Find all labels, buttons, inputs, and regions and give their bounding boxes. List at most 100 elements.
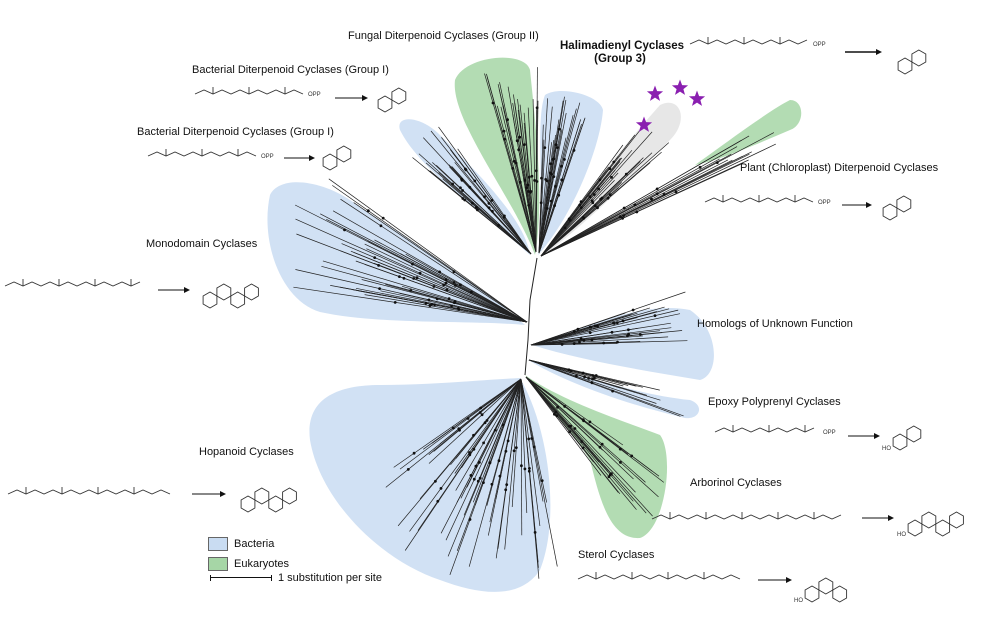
fan-homologs-node (580, 337, 583, 340)
ring (922, 512, 936, 528)
fan-hopanoid-node (524, 468, 527, 471)
fan-bacterial-2-node (544, 178, 547, 181)
fan-plant-node (699, 166, 702, 169)
fan-halimadienyl-node (593, 193, 596, 196)
fan-bacterial-1-node (464, 168, 467, 171)
fan-homologs-node (627, 333, 630, 336)
fan-bacterial-1-node (473, 180, 476, 183)
fan-plant-node (621, 217, 624, 220)
fan-bacterial-1-node (491, 210, 494, 213)
fan-hopanoid-node (498, 459, 501, 462)
fan-homologs-node (573, 342, 576, 345)
label-monodomain-cyclases: Monodomain Cyclases (146, 238, 257, 251)
fan-monodomain-node (459, 283, 462, 286)
fan-monodomain-node (411, 263, 414, 266)
hull-plant (695, 100, 801, 165)
ring (269, 496, 283, 512)
fan-monodomain-node (394, 301, 397, 304)
arrow-bacterial-2 (284, 155, 315, 161)
tree-backbone (525, 258, 537, 375)
fan-monodomain-node (445, 282, 448, 285)
fan-homologs-node (583, 339, 586, 342)
fan-hopanoid-node (436, 500, 439, 503)
substrate-sterol (578, 572, 740, 579)
fan-bacterial-2-node (556, 146, 559, 149)
fan-arborinol-node (556, 406, 559, 409)
fan-monodomain-node (446, 288, 449, 291)
product-hopanoid (241, 488, 296, 512)
ring (898, 58, 912, 74)
ring (897, 196, 911, 212)
fan-bacterial-2-node (552, 175, 555, 178)
fan-homologs-node (561, 343, 564, 346)
substrate-sterol-bonds (578, 575, 740, 579)
fan-fungal-node (523, 143, 526, 146)
fan-arborinol-node (630, 455, 633, 458)
fan-halimadienyl-node (564, 227, 567, 230)
fan-monodomain-node (436, 298, 439, 301)
fan-arborinol-node (582, 419, 585, 422)
fan-bacterial-2-node (546, 207, 549, 210)
arrow-arborinol-head (888, 515, 894, 521)
fan-arborinol-node (601, 443, 604, 446)
fan-homologs-node (611, 331, 614, 334)
fan-hopanoid-node (458, 429, 461, 432)
fan-fungal-node (511, 167, 514, 170)
ring (907, 426, 921, 442)
fan-bacterial-2-node (540, 177, 543, 180)
fan-arborinol-node (619, 448, 622, 451)
fan-monodomain-node (425, 302, 428, 305)
ring (378, 96, 392, 112)
product-sterol: HO (794, 578, 847, 604)
ring (245, 284, 259, 300)
fan-monodomain-node (367, 209, 370, 212)
fan-arborinol-node (582, 447, 585, 450)
fan-monodomain-node (433, 303, 436, 306)
purple-star (647, 86, 663, 101)
ring (203, 292, 217, 308)
legend-eukaryotes: Eukaryotes (208, 557, 289, 571)
fan-hopanoid-node (489, 461, 492, 464)
fan-monodomain-node (453, 270, 456, 273)
fan-hopanoid-node (479, 411, 482, 414)
label-halimadienyl-name: Halimadienyl Cyclases (560, 40, 680, 53)
substrate-halimadienyl: OPP (690, 37, 826, 48)
fan-hopanoid-node (486, 419, 489, 422)
substrate-monodomain (5, 279, 140, 286)
fan-bacterial-1-node (488, 206, 491, 209)
fan-monodomain-node (457, 307, 460, 310)
product-plant (883, 196, 911, 220)
fan-halimadienyl-node (610, 176, 613, 179)
product-sterol-label: HO (794, 598, 803, 604)
fan-hopanoid-node (481, 413, 484, 416)
legend-bacteria-label: Bacteria (234, 538, 274, 550)
fan-hopanoid-node (534, 531, 537, 534)
fan-monodomain-node (398, 275, 401, 278)
fan-halimadienyl-node (609, 193, 612, 196)
fan-bacterial-1-node (475, 206, 478, 209)
fan-bacterial-2-node (549, 162, 552, 165)
fan-hopanoid-node (491, 483, 494, 486)
fan-fungal-node (518, 136, 521, 139)
fan-monodomain-node (416, 276, 419, 279)
fan-fungal-node (503, 130, 506, 133)
fan-hopanoid-node (502, 424, 505, 427)
fan-plant-node (656, 188, 659, 191)
fan-monodomain-node (343, 229, 346, 232)
fan-bacterial-1-node (461, 189, 464, 192)
fan-bacterial-2-node (555, 143, 558, 146)
fan-hopanoid-node (528, 467, 531, 470)
fan-arborinol-node (610, 472, 613, 475)
fan-plant-node (663, 193, 666, 196)
fan-hopanoid-node (513, 449, 516, 452)
fan-monodomain-node (419, 272, 422, 275)
fan-hopanoid-node (469, 518, 472, 521)
ring (819, 578, 833, 594)
fan-hopanoid-node (504, 488, 507, 491)
fan-fungal-node (525, 186, 528, 189)
fan-hopanoid-node (505, 483, 508, 486)
arrow-arborinol (862, 515, 894, 521)
fan-homologs-node (654, 314, 657, 317)
fan-epoxy-node (575, 375, 578, 378)
fan-monodomain-node (377, 264, 380, 267)
